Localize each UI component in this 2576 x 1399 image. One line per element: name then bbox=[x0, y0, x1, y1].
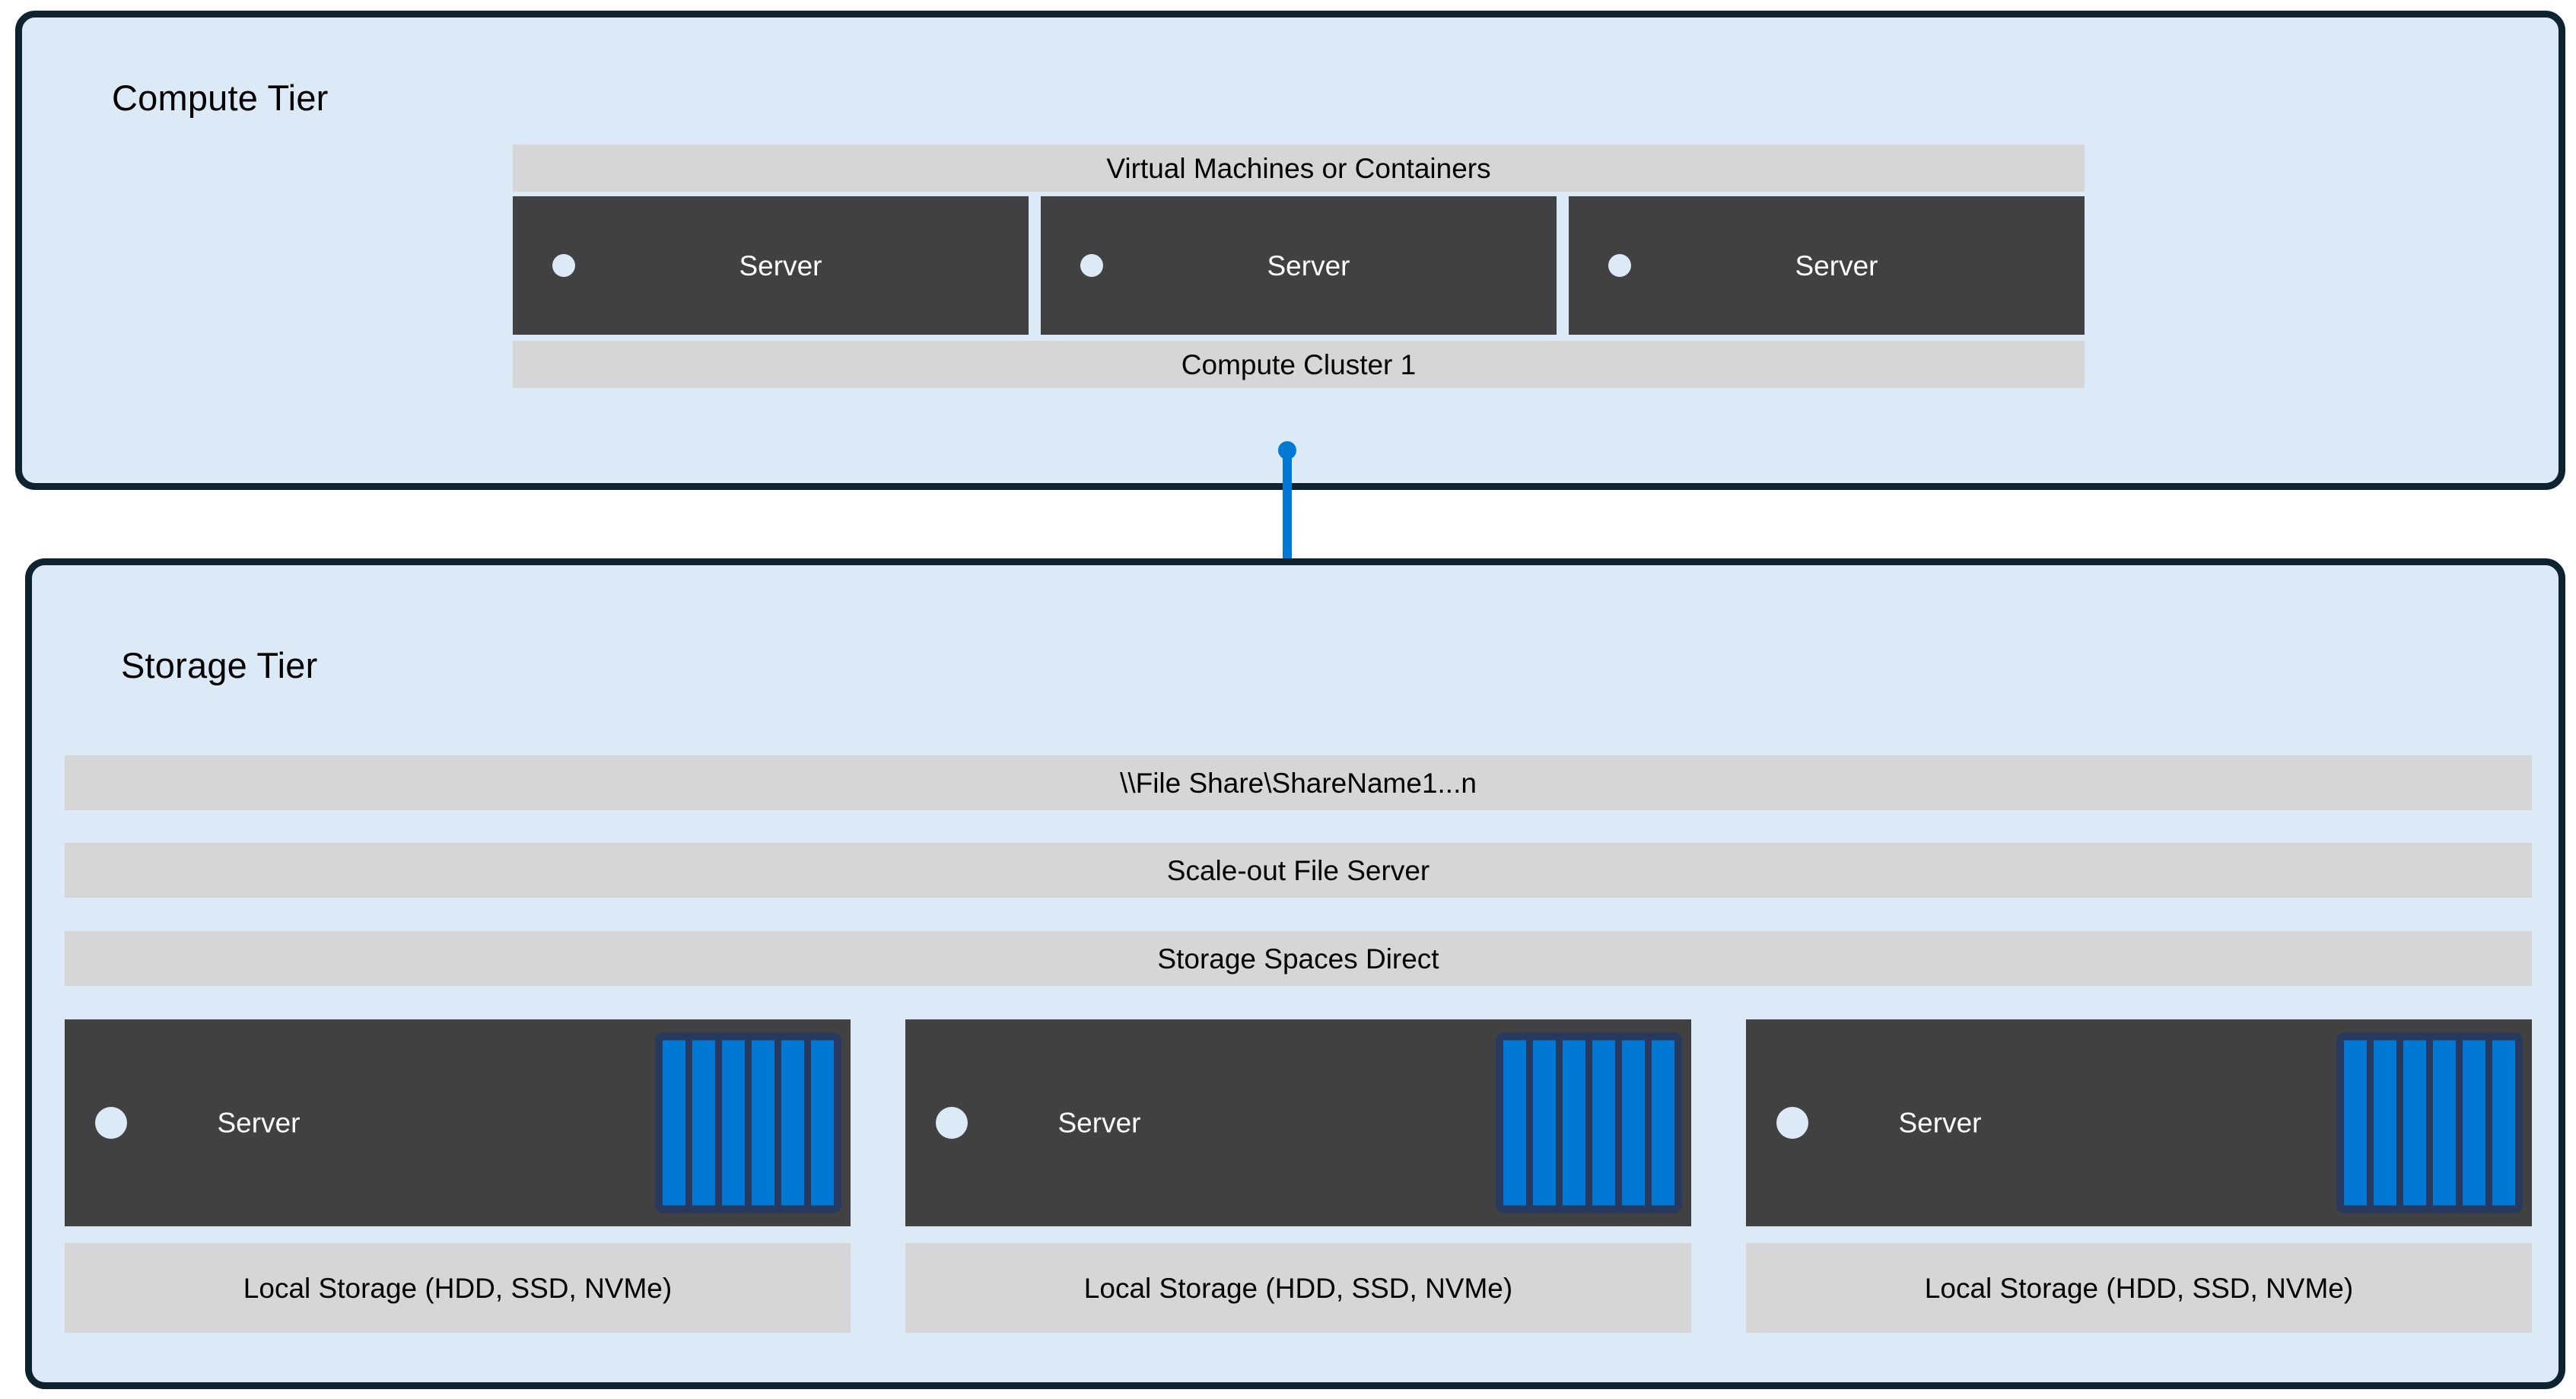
storage-node-column: Server Local Storage (HDD, SSD, NVMe) bbox=[65, 1019, 851, 1333]
disk-icon bbox=[811, 1040, 834, 1206]
compute-server-row: Server Server Server bbox=[513, 196, 2085, 335]
storage-tier-title: Storage Tier bbox=[121, 645, 318, 685]
compute-server-label: Server bbox=[1267, 250, 1350, 281]
storage-tier-container: Storage Tier \\File Share\ShareName1...n… bbox=[25, 558, 2565, 1389]
storage-server-label: Server bbox=[217, 1107, 301, 1139]
disk-icon bbox=[2403, 1040, 2426, 1206]
status-led-icon bbox=[1080, 254, 1103, 277]
disk-icon bbox=[692, 1040, 715, 1206]
disk-icon bbox=[2492, 1040, 2515, 1206]
storage-server-label: Server bbox=[1898, 1107, 1982, 1139]
local-storage-band-label: Local Storage (HDD, SSD, NVMe) bbox=[243, 1272, 673, 1304]
compute-tier-title: Compute Tier bbox=[112, 78, 329, 118]
disk-array bbox=[2336, 1032, 2523, 1213]
virtual-machines-band-label: Virtual Machines or Containers bbox=[1106, 152, 1491, 184]
disk-icon bbox=[1563, 1040, 1585, 1206]
local-storage-band: Local Storage (HDD, SSD, NVMe) bbox=[1746, 1243, 2532, 1333]
storage-server-node[interactable]: Server bbox=[905, 1019, 1691, 1226]
local-storage-band: Local Storage (HDD, SSD, NVMe) bbox=[65, 1243, 851, 1333]
disk-icon bbox=[1503, 1040, 1526, 1206]
compute-server-label: Server bbox=[739, 250, 822, 281]
virtual-machines-band: Virtual Machines or Containers bbox=[513, 145, 2085, 192]
disk-array bbox=[1496, 1032, 1682, 1213]
compute-cluster-band: Compute Cluster 1 bbox=[513, 341, 2085, 388]
compute-server-node[interactable]: Server bbox=[1569, 196, 2085, 335]
scale-out-file-server-band-label: Scale-out File Server bbox=[1166, 854, 1430, 886]
disk-icon bbox=[1622, 1040, 1645, 1206]
disk-icon bbox=[752, 1040, 774, 1206]
disk-array bbox=[655, 1032, 841, 1213]
storage-server-node[interactable]: Server bbox=[65, 1019, 851, 1226]
storage-server-node[interactable]: Server bbox=[1746, 1019, 2532, 1226]
compute-cluster-group: Virtual Machines or Containers Server Se… bbox=[513, 145, 2085, 388]
disk-icon bbox=[1533, 1040, 1556, 1206]
status-led-icon bbox=[936, 1107, 968, 1139]
compute-server-label: Server bbox=[1795, 250, 1878, 281]
disk-icon bbox=[2344, 1040, 2367, 1206]
local-storage-band: Local Storage (HDD, SSD, NVMe) bbox=[905, 1243, 1691, 1333]
scale-out-file-server-band: Scale-out File Server bbox=[65, 843, 2532, 898]
disk-icon bbox=[2374, 1040, 2396, 1206]
local-storage-band-label: Local Storage (HDD, SSD, NVMe) bbox=[1924, 1272, 2354, 1304]
status-led-icon bbox=[1776, 1107, 1808, 1139]
disk-icon bbox=[663, 1040, 685, 1206]
compute-server-node[interactable]: Server bbox=[513, 196, 1029, 335]
file-share-band-label: \\File Share\ShareName1...n bbox=[1120, 767, 1477, 799]
compute-tier-container: Compute Tier Virtual Machines or Contain… bbox=[15, 11, 2565, 490]
disk-icon bbox=[781, 1040, 804, 1206]
storage-node-column: Server Local Storage (HDD, SSD, NVMe) bbox=[1746, 1019, 2532, 1333]
disk-icon bbox=[1652, 1040, 1674, 1206]
status-led-icon bbox=[95, 1107, 127, 1139]
disk-icon bbox=[1592, 1040, 1615, 1206]
storage-spaces-direct-band-label: Storage Spaces Direct bbox=[1157, 943, 1439, 975]
local-storage-band-label: Local Storage (HDD, SSD, NVMe) bbox=[1083, 1272, 1513, 1304]
status-led-icon bbox=[1608, 254, 1631, 277]
disk-icon bbox=[2433, 1040, 2456, 1206]
disk-icon bbox=[722, 1040, 745, 1206]
storage-spaces-direct-band: Storage Spaces Direct bbox=[65, 931, 2532, 986]
storage-node-row: Server Local Storage (HDD, SSD, NVMe) bbox=[65, 1019, 2532, 1333]
storage-server-label: Server bbox=[1057, 1107, 1141, 1139]
file-share-band: \\File Share\ShareName1...n bbox=[65, 755, 2532, 810]
status-led-icon bbox=[552, 254, 575, 277]
disk-icon bbox=[2463, 1040, 2485, 1206]
storage-node-column: Server Local Storage (HDD, SSD, NVMe) bbox=[905, 1019, 1691, 1333]
compute-server-node[interactable]: Server bbox=[1041, 196, 1557, 335]
compute-cluster-band-label: Compute Cluster 1 bbox=[1181, 348, 1417, 380]
